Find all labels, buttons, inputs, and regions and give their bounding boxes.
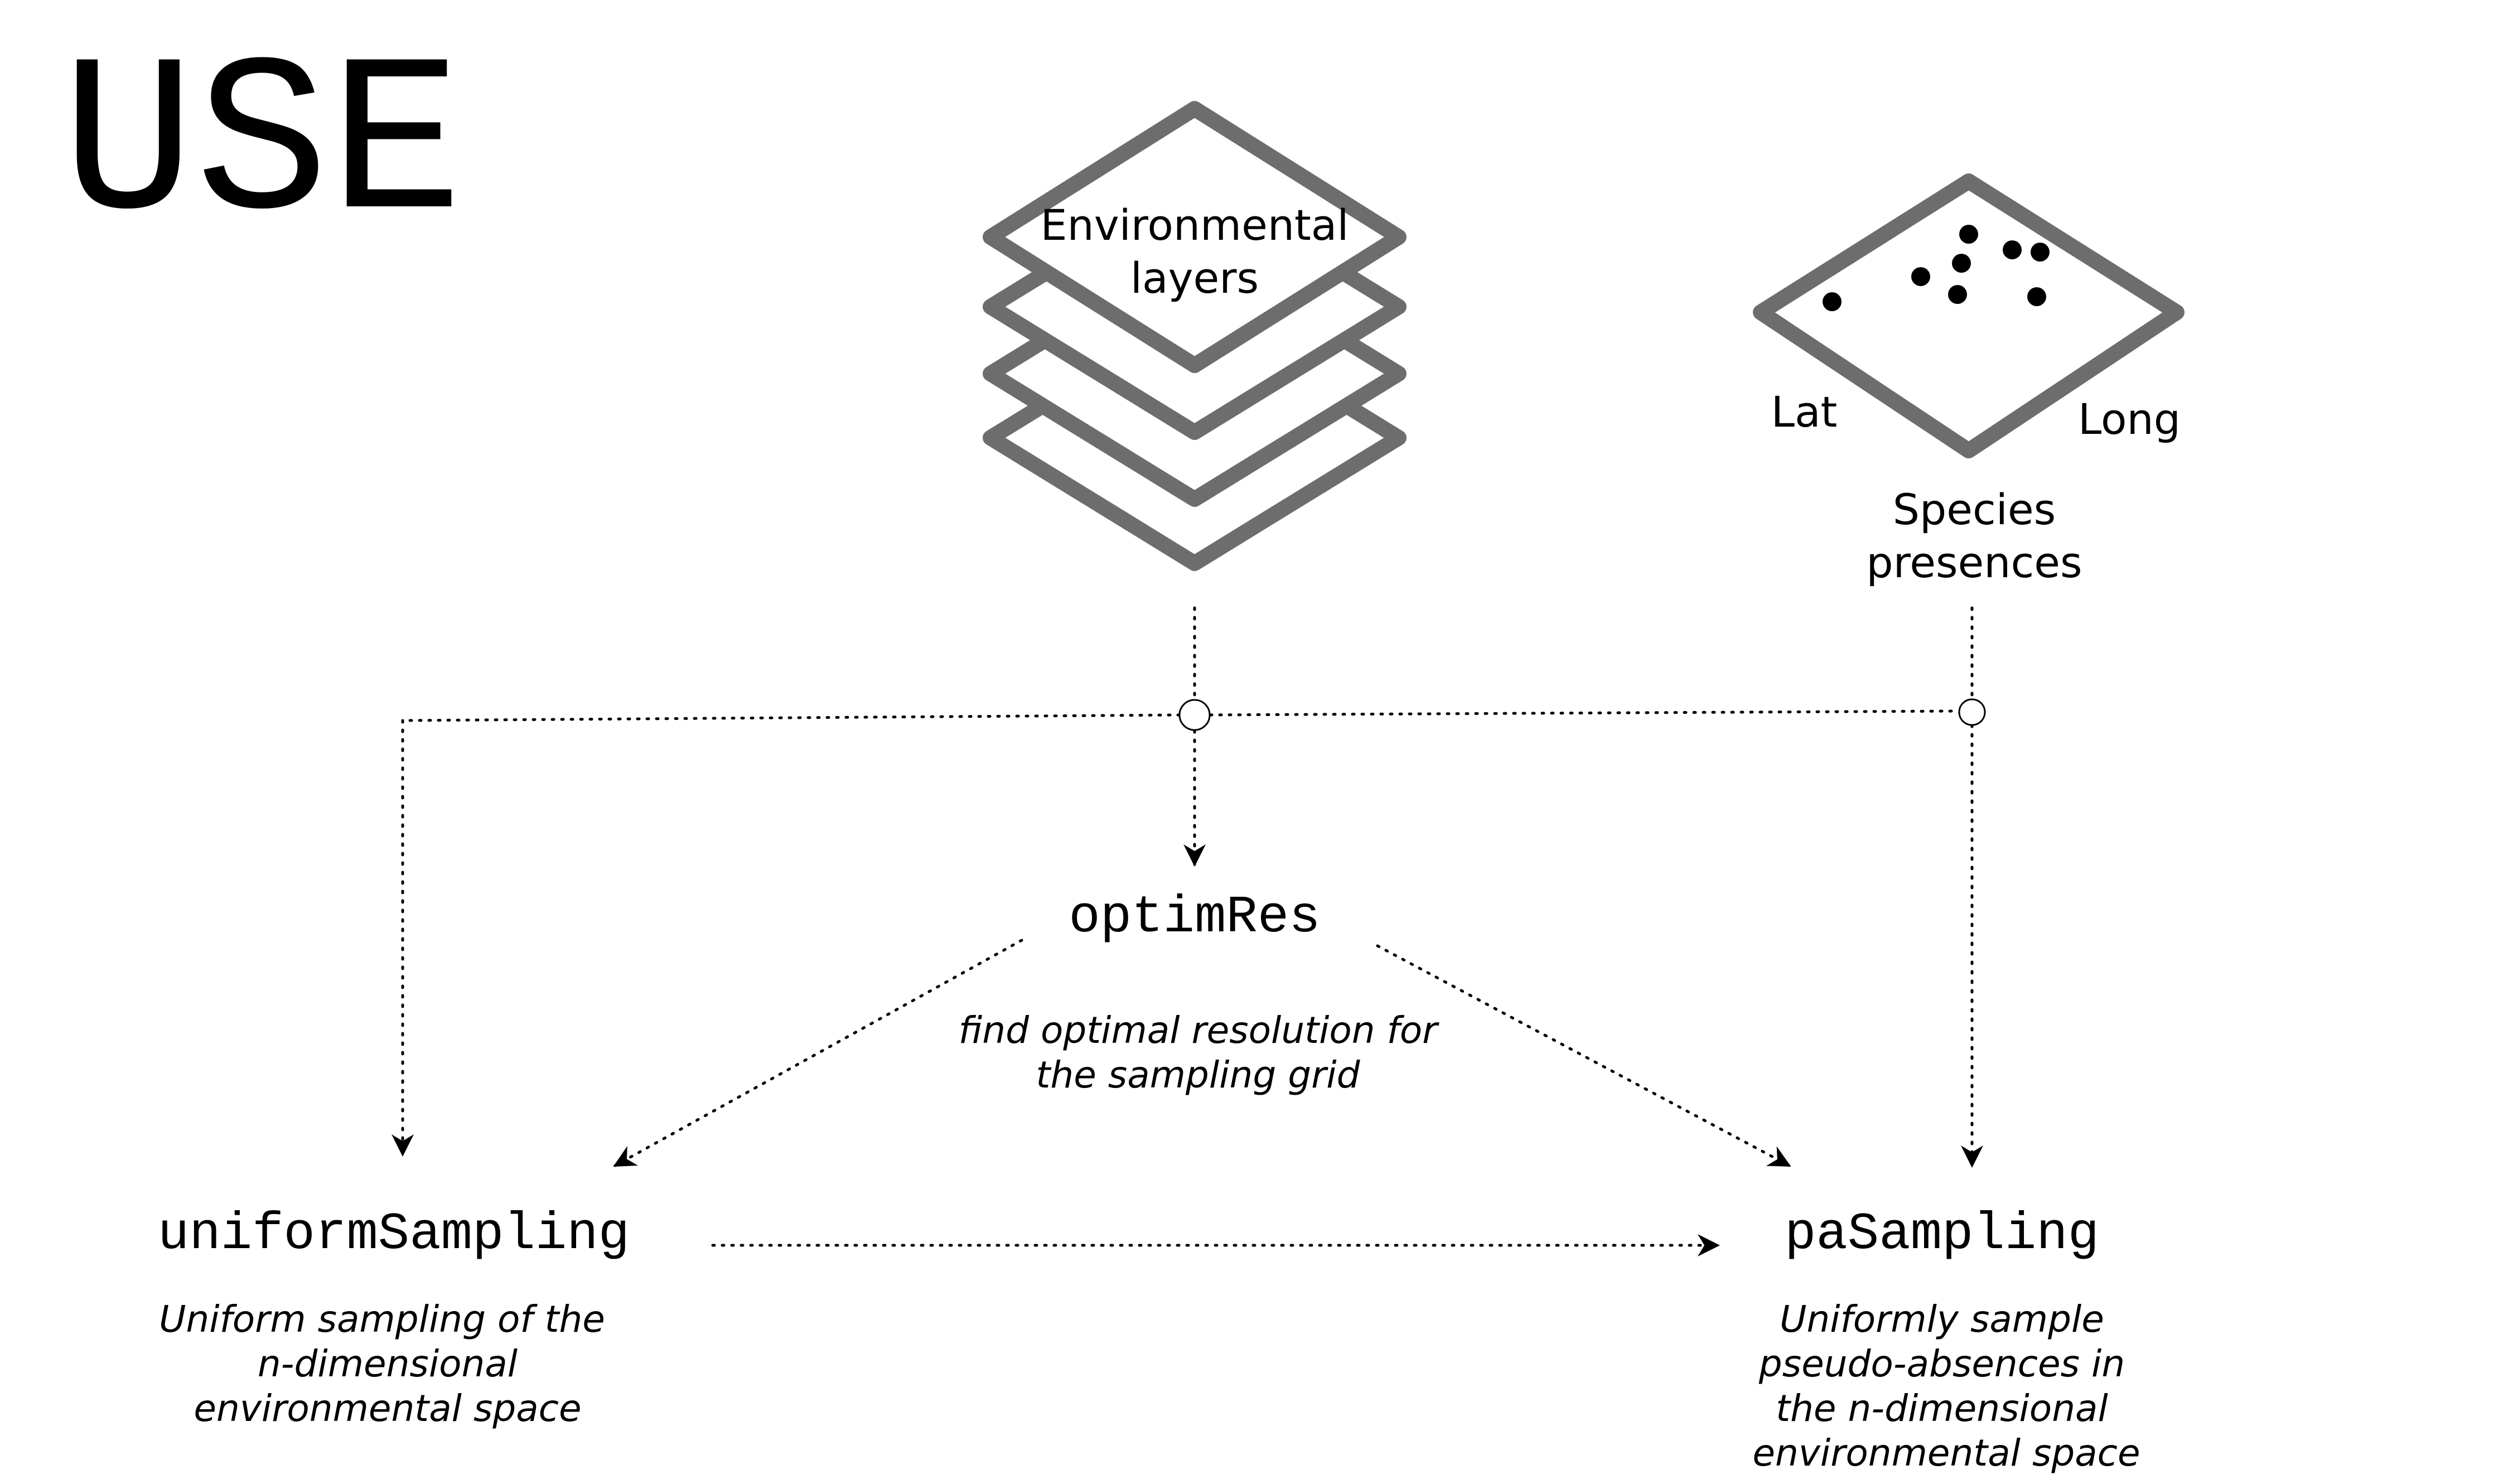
junction-to-junction-horizontal xyxy=(1209,709,1959,717)
presence-plane xyxy=(1753,173,2185,458)
connectors xyxy=(392,606,1983,1256)
species-presences-label-line1: Species xyxy=(1893,485,2056,534)
presence-point xyxy=(1952,254,1971,273)
pasampling-description-line4: environmental space xyxy=(1752,1432,2140,1475)
environmental-layers-stack xyxy=(983,101,1407,571)
optimres-description-line1: find optimal resolution for xyxy=(959,1009,1440,1052)
page-title: USE xyxy=(61,21,463,274)
pasampling-function-name: paSampling xyxy=(1785,1205,2099,1264)
environmental-layers-label-line1: Environmental xyxy=(1041,200,1349,250)
lat-axis-label: Lat xyxy=(1771,387,1838,437)
uniformsampling-description-line2: n-dimensional xyxy=(258,1342,518,1385)
optimres-to-uniformsampling-arrow xyxy=(613,939,1023,1167)
presence-point xyxy=(1948,285,1967,304)
environment-junction-node xyxy=(1178,699,1211,731)
optimres-to-pasampling-arrow xyxy=(1376,944,1791,1167)
presence-point xyxy=(2027,287,2046,306)
optimres-function-name: optimRes xyxy=(1069,888,1320,948)
junction-left-horizontal xyxy=(401,713,1181,722)
species-presences-map xyxy=(1753,173,2185,458)
pasampling-description-line3: the n-dimensional xyxy=(1776,1387,2108,1430)
presence-point xyxy=(1823,292,1842,311)
uniformsampling-description-line3: environmental space xyxy=(194,1387,581,1430)
pasampling-description-line2: pseudo-absences in xyxy=(1758,1342,2125,1385)
species-presences-label-line2: presences xyxy=(1866,538,2082,587)
presence-point xyxy=(2031,243,2050,262)
species-junction-node xyxy=(1958,698,1986,726)
environmental-layers-label-line2: layers xyxy=(1130,253,1259,303)
pasampling-description-line1: Uniformly sample xyxy=(1780,1298,2104,1341)
long-axis-label: Long xyxy=(2078,394,2181,444)
uniformsampling-function-name: uniformSampling xyxy=(158,1205,630,1264)
presence-point xyxy=(2003,240,2022,259)
presence-point xyxy=(1959,225,1978,244)
layer-1 xyxy=(983,101,1407,373)
optimres-description-line2: the sampling grid xyxy=(1036,1053,1361,1096)
presence-point xyxy=(1911,267,1930,286)
uniformsampling-description-line1: Uniform sampling of the xyxy=(159,1298,605,1341)
